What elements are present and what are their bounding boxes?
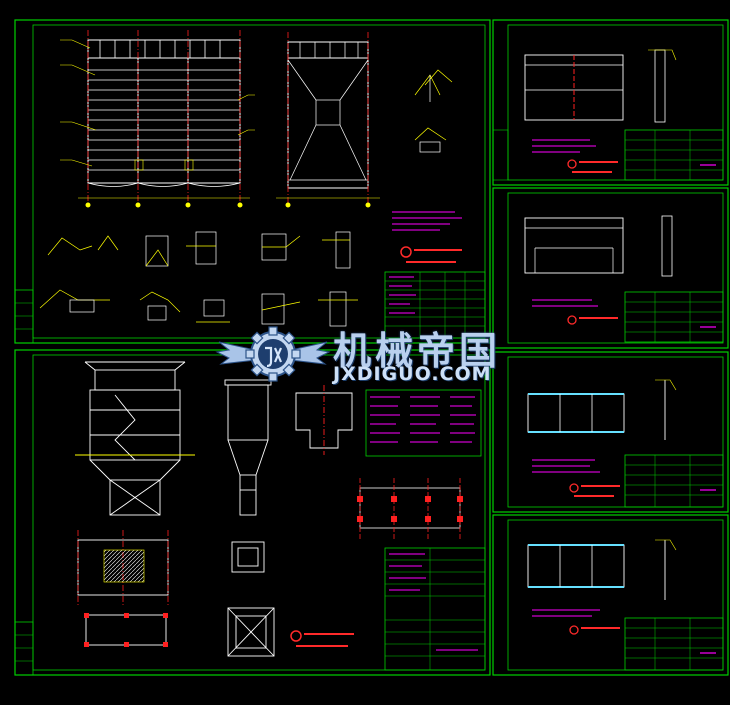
side-elevation-view	[276, 32, 380, 208]
winged-gear-logo-icon	[215, 326, 331, 382]
detail-sketches	[39, 69, 453, 327]
site-watermark: 机械帝国 JXDIGUO.COM	[215, 318, 525, 390]
foundation-plan	[77, 530, 169, 647]
parts-list-table-top	[384, 271, 486, 339]
plan-view-top	[295, 385, 353, 455]
watermark-subtitle: JXDIGUO.COM	[333, 363, 492, 385]
panel-right-sheet-3	[492, 351, 729, 513]
tower-elevation-view	[75, 361, 195, 516]
tower-side-view	[224, 379, 272, 516]
panel-right-sheet-4	[492, 514, 729, 676]
anchor-layout	[357, 478, 463, 540]
section-squares	[227, 541, 275, 657]
front-elevation-view	[60, 30, 255, 208]
company-stamp-top	[400, 246, 462, 263]
panel-right-sheet-2	[492, 187, 729, 349]
company-stamp-bottom-left	[290, 630, 354, 647]
panel-right-sheet-1	[492, 19, 729, 186]
panel-top-left-drawing	[14, 19, 491, 344]
title-block-bottom-left	[384, 547, 486, 671]
panel-bottom-left-drawing	[14, 349, 491, 676]
technical-notes-top	[392, 211, 462, 231]
parts-list-table-mid	[365, 389, 482, 457]
watermark-title: 机械帝国	[333, 329, 502, 373]
